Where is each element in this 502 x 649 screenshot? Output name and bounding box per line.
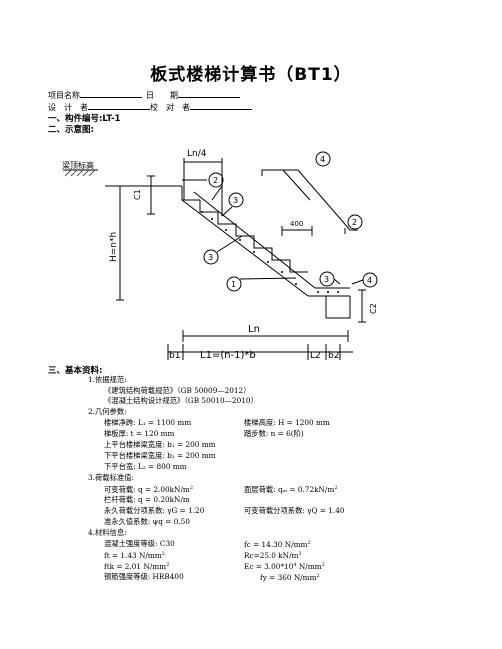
load-surface: 面层荷载: qₘ = 0.72kN/m2 bbox=[244, 484, 337, 494]
date-field[interactable] bbox=[178, 89, 240, 98]
mat-ec-unit: N/mm bbox=[296, 562, 322, 571]
geom-steps: 踏步数: n = 6(阶) bbox=[244, 429, 304, 438]
callout-4b: 4 bbox=[367, 276, 372, 285]
project-name-label: 项目名称 bbox=[48, 91, 80, 100]
page-title: 板式楼梯计算书（BT1） bbox=[150, 65, 352, 85]
mat-ec-text: Ec = 3.00*10 bbox=[244, 562, 294, 571]
mat-fc-sup: 2 bbox=[307, 540, 311, 546]
mat-ftk-sup: 2 bbox=[166, 562, 170, 568]
designer-field[interactable] bbox=[88, 101, 150, 110]
mat-ec-exp: 4 bbox=[293, 562, 297, 568]
mat-rc: Rc=25.0 kN/m3 bbox=[244, 550, 302, 560]
mat-concrete: 混凝土强度等级: C30 bbox=[104, 539, 175, 548]
mat-fy: fy = 360 N/mm2 bbox=[260, 572, 320, 582]
mat-ft-sup: 2 bbox=[161, 551, 165, 557]
load-surface-text: 面层荷载: qₘ = 0.72kN/m bbox=[244, 485, 335, 494]
l1-label: L1=(n-1)*b bbox=[200, 350, 256, 360]
code-load: 《建筑结构荷载规范》（GB 50009—2012） bbox=[104, 386, 251, 395]
geom-l2: 下平台宽: L₂ = 800 mm bbox=[104, 462, 187, 471]
project-name-field[interactable] bbox=[80, 89, 142, 98]
item-codes: 1.依据规范: bbox=[88, 375, 127, 384]
code-concrete: 《混凝土结构设计规范》（GB 50010—2010） bbox=[104, 396, 258, 405]
factor-variable: 可变荷载分项系数: γQ = 1.40 bbox=[244, 506, 345, 515]
stair-diagram: 梁顶标高 Ln/4 C1 H=n*h Ln b1 L1=(n-1)*b L2 b… bbox=[62, 149, 378, 360]
mat-ec-sup: 2 bbox=[321, 562, 325, 568]
mat-fy-text: fy = 360 N/mm bbox=[260, 573, 317, 582]
section-basic-data: 三、基本资料: bbox=[48, 366, 103, 376]
geom-height: 楼梯高度: H = 1200 mm bbox=[244, 418, 330, 427]
callout-1: 1 bbox=[231, 280, 236, 289]
mat-rc-text: Rc=25.0 kN/m bbox=[244, 551, 299, 560]
ln-label: Ln bbox=[248, 324, 260, 335]
load-live-sup: 2 bbox=[189, 485, 194, 491]
designer-row: 设 计 者校 对 者 bbox=[48, 101, 252, 113]
designer-label: 设 计 者 bbox=[48, 103, 88, 112]
callout-3a: 3 bbox=[233, 196, 238, 205]
factor-permanent: 永久荷载分项系数: γG = 1.20 bbox=[104, 506, 205, 515]
geom-thickness: 梯板厚: t = 120 mm bbox=[104, 429, 175, 438]
callout-3c: 3 bbox=[324, 275, 329, 284]
item-materials: 4.材料信息: bbox=[88, 528, 127, 537]
mat-fc: fc = 14.30 N/mm2 bbox=[244, 539, 311, 549]
ln4-label: Ln/4 bbox=[187, 149, 207, 159]
geom-b1: 上平台楼梯梁宽度: b₁ = 200 mm bbox=[104, 440, 216, 449]
wall-label: 梁顶标高 bbox=[62, 160, 94, 170]
load-live: 可变荷载: q = 2.00kN/m2 bbox=[104, 484, 193, 494]
mat-fc-text: fc = 14.30 N/mm bbox=[244, 540, 308, 549]
c2-label: C2 bbox=[369, 303, 378, 314]
checker-label: 校 对 者 bbox=[150, 103, 190, 112]
b2-label: b2 bbox=[328, 351, 339, 360]
mat-ftk: ftk = 2.01 N/mm2 bbox=[104, 561, 169, 571]
callout-3b: 3 bbox=[208, 253, 213, 262]
section-diagram: 二、示意图: bbox=[48, 125, 94, 135]
mat-ft: ft = 1.43 N/mm2 bbox=[104, 550, 165, 560]
mat-steel: 钢筋强度等级: HRB400 bbox=[104, 572, 184, 581]
b1-label: b1 bbox=[169, 351, 180, 360]
item-loads: 3.荷载标准值: bbox=[88, 473, 134, 482]
factor-quasi: 准永久值系数: ψq = 0.50 bbox=[104, 517, 190, 526]
callout-2b: 2 bbox=[352, 218, 357, 227]
geom-net-span: 楼梯净跨: L₁ = 1100 mm bbox=[104, 418, 192, 427]
mat-fy-sup: 2 bbox=[316, 573, 320, 579]
mat-ftk-text: ftk = 2.01 N/mm bbox=[104, 562, 167, 571]
load-live-text: 可变荷载: q = 2.00kN/m bbox=[104, 485, 190, 494]
mat-rc-sup: 3 bbox=[298, 551, 302, 557]
callout-2a: 2 bbox=[213, 176, 218, 185]
h-label: H=n*h bbox=[109, 232, 119, 262]
date-label: 日 期 bbox=[146, 91, 178, 100]
project-name-row: 项目名称 日 期 bbox=[48, 89, 240, 101]
load-surface-sup: 2 bbox=[334, 485, 338, 491]
load-rail: 栏杆荷载: q = 0.20kN/m bbox=[104, 495, 190, 504]
mat-ft-text: ft = 1.43 N/mm bbox=[104, 551, 162, 560]
callout-4a: 4 bbox=[320, 155, 325, 164]
geom-b2: 下平台楼梯梁宽度: b₂ = 200 mm bbox=[104, 451, 216, 460]
mat-ec: Ec = 3.00*104 N/mm2 bbox=[244, 561, 325, 571]
section-member-id: 一、构件编号:LT-1 bbox=[48, 114, 121, 124]
checker-field[interactable] bbox=[190, 101, 252, 110]
l2-label: L2 bbox=[310, 351, 321, 360]
c1-label: C1 bbox=[133, 189, 142, 200]
item-geometry: 2.几何参数: bbox=[88, 407, 127, 416]
dim-400-label: 400 bbox=[290, 220, 303, 228]
